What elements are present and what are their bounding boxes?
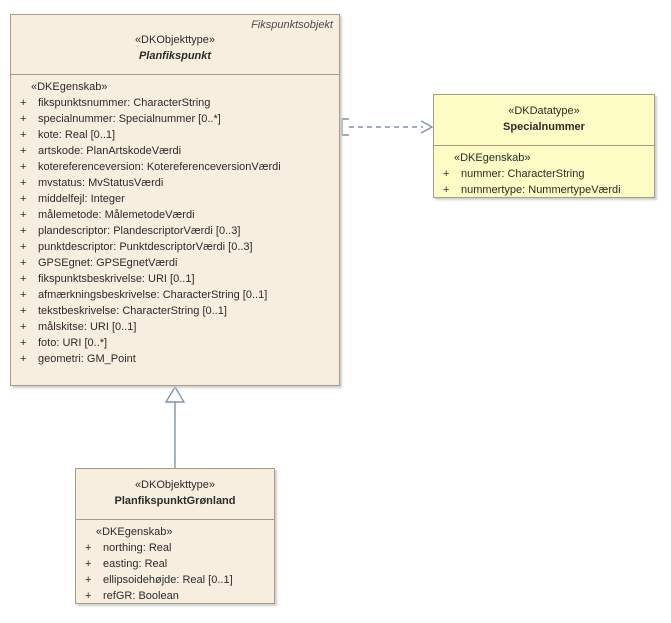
attribute-text: målemetode: MålemetodeVærdi: [38, 209, 195, 221]
attribute-row: + refGR: Boolean: [76, 588, 270, 604]
attribute-row: + afmærkningsbeskrivelse: CharacterString…: [11, 287, 335, 303]
attributes-section-label: «DKEgenskab»: [31, 81, 108, 93]
visibility-marker: +: [20, 321, 27, 333]
attribute-row: + fikspunktsnummer: CharacterString: [11, 95, 335, 111]
attributes-compartment: «DKEgenskab» + nummer: CharacterString + n…: [434, 146, 654, 202]
class-name: PlanfikspunktGrønland: [114, 495, 236, 507]
class-stereotype: «DKObjekttype»: [134, 479, 216, 491]
attribute-text: northing: Real: [103, 542, 172, 554]
attributes-section-label: «DKEgenskab»: [96, 526, 173, 538]
attribute-row: + kote: Real [0..1]: [11, 127, 335, 143]
visibility-marker: +: [20, 225, 27, 237]
attribute-text: mvstatus: MvStatusVærdi: [38, 177, 164, 189]
class-box-planfikspunkt[interactable]: Fikspunktsobjekt «DKObjekttype» Planfiks…: [10, 14, 340, 386]
visibility-marker: +: [20, 161, 27, 173]
visibility-marker: +: [20, 273, 27, 285]
attribute-row: + tekstbeskrivelse: CharacterString [0..1…: [11, 303, 335, 319]
attributes-compartment: «DKEgenskab» + fikspunktsnummer: Characte…: [11, 75, 339, 371]
attribute-text: specialnummer: Specialnummer [0..*]: [38, 113, 221, 125]
class-header: Fikspunktsobjekt «DKObjekttype» Planfiks…: [11, 15, 339, 75]
visibility-marker: +: [20, 305, 27, 317]
attribute-row: + mvstatus: MvStatusVærdi: [11, 175, 335, 191]
visibility-marker: +: [20, 177, 27, 189]
attribute-text: målskitse: URI [0..1]: [38, 321, 137, 333]
attribute-text: GPSEgnet: GPSEgnetVærdi: [38, 257, 178, 269]
attribute-text: easting: Real: [103, 558, 168, 570]
attribute-text: nummertype: NummertypeVærdi: [461, 184, 621, 196]
attribute-row: + artskode: PlanArtskodeVærdi: [11, 143, 335, 159]
attribute-row: + easting: Real: [76, 556, 270, 572]
attribute-row: + foto: URI [0..*]: [11, 335, 335, 351]
attribute-text: middelfejl: Integer: [38, 193, 125, 205]
visibility-marker: +: [20, 241, 27, 253]
class-header: «DKDatatype» Specialnummer: [434, 95, 654, 146]
attribute-text: kotereferenceversion: Kotereferenceversi…: [38, 161, 281, 173]
visibility-marker: +: [20, 97, 27, 109]
attribute-row: + nummer: CharacterString: [434, 166, 650, 182]
attribute-text: foto: URI [0..*]: [38, 337, 108, 349]
generalization-triangle-icon: [164, 385, 186, 403]
attribute-row: + northing: Real: [76, 540, 270, 556]
class-box-specialnummer[interactable]: «DKDatatype» Specialnummer «DKEgenskab» …: [433, 94, 655, 198]
attribute-row: + nummertype: NummertypeVærdi: [434, 182, 650, 198]
visibility-marker: +: [443, 168, 450, 180]
attribute-row: + punktdescriptor: PunktdescriptorVærdi […: [11, 239, 335, 255]
class-name: Planfikspunkt: [138, 50, 212, 62]
visibility-marker: +: [85, 574, 92, 586]
attribute-row: + specialnummer: Specialnummer [0..*]: [11, 111, 335, 127]
visibility-marker: +: [20, 289, 27, 301]
dependency-connector[interactable]: [341, 118, 434, 136]
attribute-row: + middelfejl: Integer: [11, 191, 335, 207]
visibility-marker: +: [20, 145, 27, 157]
attribute-row: + målskitse: URI [0..1]: [11, 319, 335, 335]
attribute-text: punktdescriptor: PunktdescriptorVærdi [0…: [38, 241, 253, 253]
visibility-marker: +: [85, 542, 92, 554]
visibility-marker: +: [20, 129, 27, 141]
owner-label: Fikspunktsobjekt: [251, 19, 333, 31]
visibility-marker: +: [20, 193, 27, 205]
visibility-marker: +: [20, 337, 27, 349]
class-header: «DKObjekttype» PlanfikspunktGrønland: [76, 469, 274, 520]
attributes-section-label: «DKEgenskab»: [454, 152, 531, 164]
class-stereotype: «DKDatatype»: [508, 105, 580, 117]
attribute-text: artskode: PlanArtskodeVærdi: [38, 145, 182, 157]
dependency-arrowhead-icon: [420, 120, 434, 134]
visibility-marker: +: [20, 353, 27, 365]
attribute-text: fikspunktsbeskrivelse: URI [0..1]: [38, 273, 195, 285]
attribute-row: + plandescriptor: PlandescriptorVærdi [0.…: [11, 223, 335, 239]
visibility-marker: +: [20, 113, 27, 125]
attribute-row: + GPSEgnet: GPSEgnetVærdi: [11, 255, 335, 271]
generalization-connector[interactable]: [164, 385, 186, 468]
visibility-marker: +: [85, 590, 92, 602]
attribute-row: + målemetode: MålemetodeVærdi: [11, 207, 335, 223]
attribute-text: kote: Real [0..1]: [38, 129, 116, 141]
class-box-planfikspunkt-groenland[interactable]: «DKObjekttype» PlanfikspunktGrønland «DK…: [75, 468, 275, 604]
visibility-marker: +: [443, 184, 450, 196]
attribute-text: fikspunktsnummer: CharacterString: [38, 97, 211, 109]
visibility-marker: +: [20, 257, 27, 269]
attribute-text: refGR: Boolean: [103, 590, 179, 602]
attribute-row: + ellipsoidehøjde: Real [0..1]: [76, 572, 270, 588]
attribute-text: afmærkningsbeskrivelse: CharacterString …: [38, 289, 268, 301]
attribute-text: nummer: CharacterString: [461, 168, 585, 180]
attribute-text: plandescriptor: PlandescriptorVærdi [0..…: [38, 225, 241, 237]
dependency-source-bracket-icon: [341, 118, 349, 136]
attribute-row: + geometri: GM_Point: [11, 351, 335, 367]
visibility-marker: +: [20, 209, 27, 221]
class-name: Specialnummer: [503, 121, 585, 133]
attributes-compartment: «DKEgenskab» + northing: Real + easting: R…: [76, 520, 274, 608]
attribute-text: ellipsoidehøjde: Real [0..1]: [103, 574, 233, 586]
attribute-row: + kotereferenceversion: Kotereferencevers…: [11, 159, 335, 175]
attribute-row: + fikspunktsbeskrivelse: URI [0..1]: [11, 271, 335, 287]
attribute-text: tekstbeskrivelse: CharacterString [0..1]: [38, 305, 227, 317]
attribute-text: geometri: GM_Point: [38, 353, 136, 365]
class-stereotype: «DKObjekttype»: [134, 34, 216, 46]
visibility-marker: +: [85, 558, 92, 570]
